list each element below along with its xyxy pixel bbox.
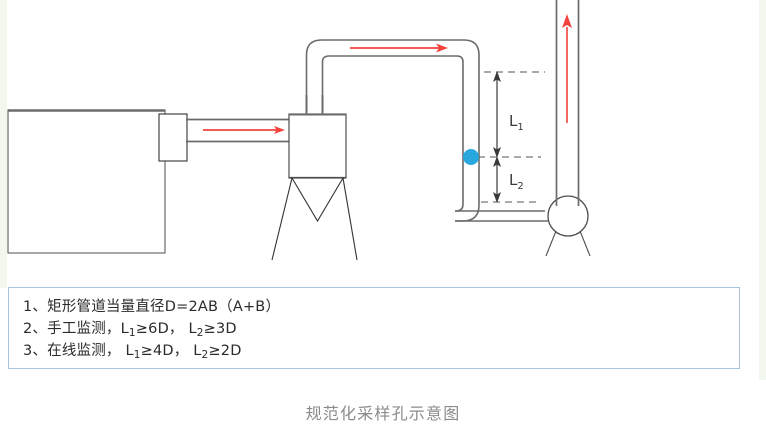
collector-riser-duct [305,95,324,114]
figure-caption: 规范化采样孔示意图 [305,404,461,423]
inlet-flow-arrow [203,126,285,134]
dimension-l2: L2 [493,156,524,203]
note-line-1: 1、矩形管道当量直径D=2AB（A+B） [23,299,281,315]
hopper-cone [291,177,344,223]
sampling-port-schematic: L1 L2 [7,0,591,261]
dust-collector [288,113,347,179]
dimension-l1-label: L1 [509,112,524,133]
fan-inlet-duct [455,210,548,222]
collector-support-legs [271,177,358,261]
dimension-l1: L1 [493,71,524,158]
dimension-l2-label: L2 [509,171,524,192]
inlet-duct [186,118,290,143]
stack-flow-arrow [562,14,572,123]
top-horizontal-pipe [305,39,480,222]
page-edge-tint-right [759,0,766,380]
page-edge-tint-left [0,0,7,288]
source-equipment-box [7,109,166,254]
induced-draft-fan [547,195,589,237]
exhaust-stack [555,0,580,206]
top-flow-arrow [350,43,448,53]
note-line-3: 3、在线监测， L1≥4D， L2≥2D [23,343,242,361]
fan-support-legs [545,230,591,257]
sampling-port-dot[interactable] [463,149,479,165]
equipment-outlet-flange [158,113,188,162]
note-line-2: 2、手工监测，L1≥6D， L2≥3D [23,320,237,339]
notes-box: 1、矩形管道当量直径D=2AB（A+B） 2、手工监测，L1≥6D， L2≥3D… [8,287,740,369]
dimension-extension-lines [466,71,545,203]
